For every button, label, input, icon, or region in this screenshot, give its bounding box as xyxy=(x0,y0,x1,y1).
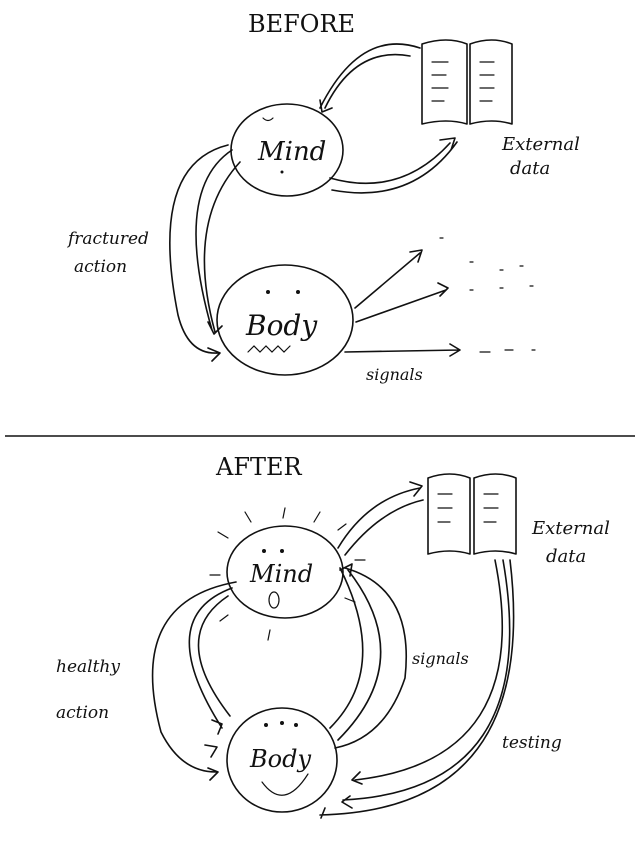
after-action-label-2: action xyxy=(56,703,109,723)
before-action-arrow-2 xyxy=(169,144,229,362)
before-signal-arrow-2 xyxy=(355,282,449,323)
after-healthy-action-arrows xyxy=(151,581,237,781)
before-title: BEFORE xyxy=(248,10,355,38)
before-action-label-2: action xyxy=(74,257,127,277)
before-mind-label: Mind xyxy=(257,137,326,167)
before-mind-to-data-arrow xyxy=(329,137,458,194)
after-testing-arrows xyxy=(319,559,515,819)
before-section: BEFORE Mind Body External data fractured… xyxy=(66,10,580,384)
before-body-squiggle-mouth xyxy=(247,345,291,353)
before-external-label-1: External xyxy=(501,134,580,155)
after-mind-to-data-arrow xyxy=(337,481,424,556)
before-mind-eyebrow xyxy=(262,117,274,122)
before-body-circle xyxy=(216,264,354,376)
after-testing-label: testing xyxy=(502,733,562,753)
before-signal-arrow-1 xyxy=(354,249,423,309)
after-external-label-1: External xyxy=(531,518,610,539)
after-mind-label: Mind xyxy=(249,560,313,588)
after-body-label: Body xyxy=(249,745,311,773)
after-mind-mouth xyxy=(268,591,280,609)
before-external-data-books-icon xyxy=(421,39,513,125)
after-mind-rays xyxy=(209,507,366,641)
after-section: AFTER Mind Body External data healthy ac… xyxy=(56,453,610,819)
before-body-label: Body xyxy=(245,309,318,342)
after-external-label-2: data xyxy=(546,546,586,567)
before-data-to-mind-arrow xyxy=(319,43,421,113)
after-title: AFTER xyxy=(215,453,303,481)
after-body-smile xyxy=(261,773,309,796)
before-action-arrow-1 xyxy=(195,149,241,335)
before-signals-label: signals xyxy=(366,365,423,384)
after-action-label-1: healthy xyxy=(56,657,120,677)
after-mind-circle xyxy=(226,525,344,619)
after-signals-label: signals xyxy=(412,649,469,668)
before-mind-dot xyxy=(280,170,284,174)
after-signal-arrows xyxy=(329,563,407,749)
after-external-data-books-icon xyxy=(427,473,517,555)
before-external-label-2: data xyxy=(510,158,550,179)
before-action-label-1: fractured xyxy=(66,229,149,249)
after-body-circle xyxy=(226,707,338,813)
before-signal-dashes xyxy=(439,237,536,353)
before-signal-arrow-3 xyxy=(344,343,461,357)
